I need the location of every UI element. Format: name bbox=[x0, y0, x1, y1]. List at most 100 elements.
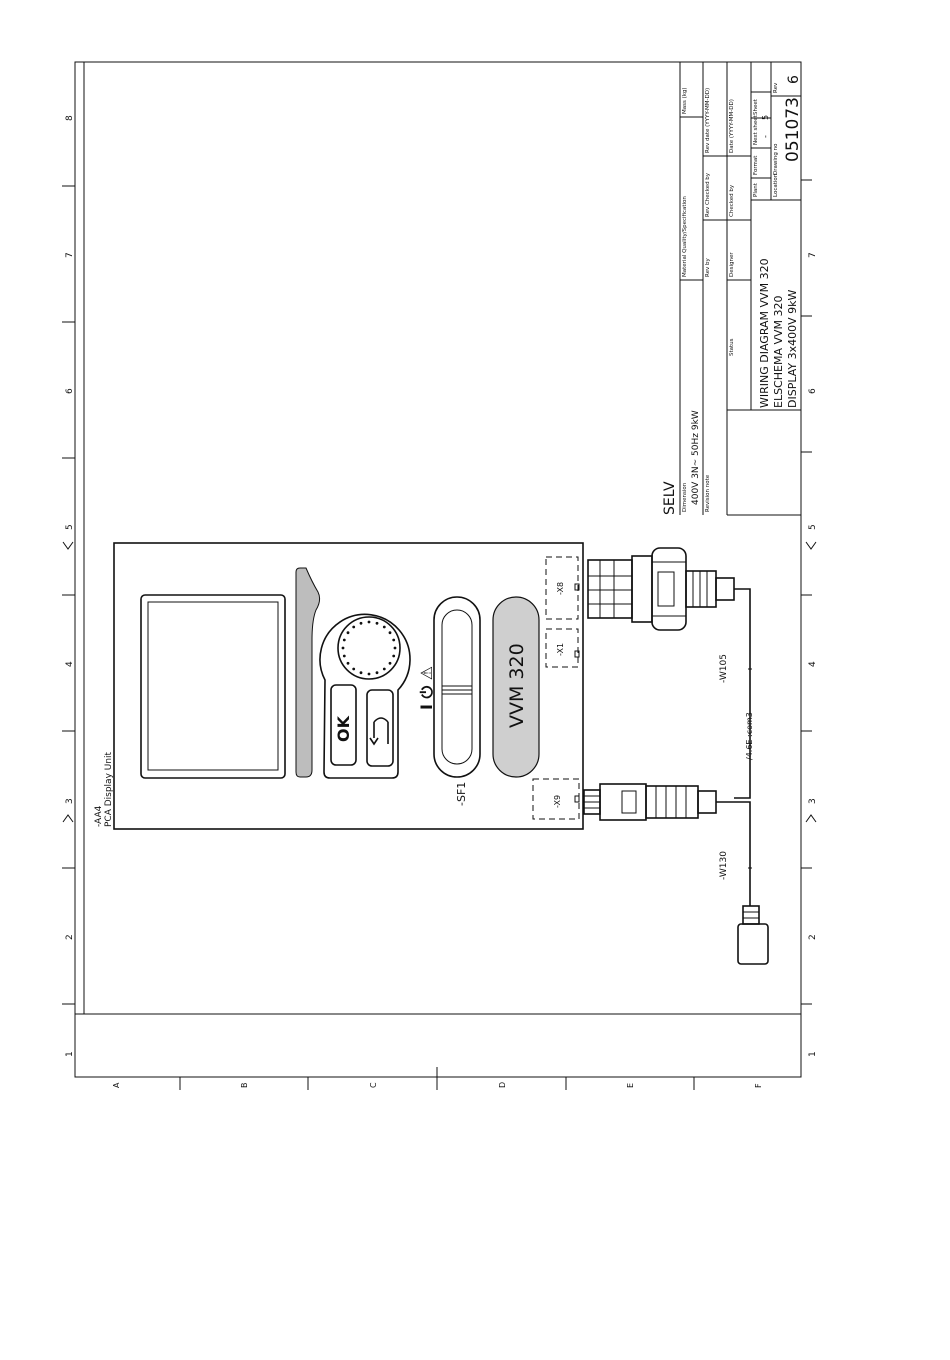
col-label-6-right: 6 bbox=[808, 388, 818, 394]
col-label-1-right: 1 bbox=[808, 1051, 818, 1057]
tb-rev-by-label: Rev by bbox=[705, 258, 711, 277]
switch-ref-label: -SF1 bbox=[455, 782, 468, 806]
knob-dot bbox=[392, 654, 396, 658]
col-label-3-right: 3 bbox=[808, 798, 818, 804]
plug-x9-strain-relief bbox=[645, 785, 699, 819]
row-label-a: A bbox=[112, 1082, 121, 1088]
knob-dot bbox=[367, 620, 371, 624]
row-label-e: E bbox=[626, 1083, 635, 1088]
lcd-screen bbox=[147, 601, 279, 771]
tb-sheet-value: 5 bbox=[761, 115, 770, 120]
col-label-7-left: 7 bbox=[65, 252, 75, 258]
ok-button[interactable] bbox=[330, 684, 357, 766]
tb-drawing-no-label: Drawing no bbox=[773, 143, 779, 175]
control-panel-outline bbox=[319, 613, 411, 779]
tb-sheet-label: Sheet bbox=[753, 98, 759, 115]
tb-drawing-no: 051073 bbox=[783, 97, 803, 162]
tb-rev-checked-label: Rev Checked by bbox=[705, 172, 711, 217]
cable-w105-label: -W105 bbox=[719, 654, 729, 683]
knob-dot bbox=[359, 671, 363, 675]
cable-w105 bbox=[734, 588, 751, 799]
plug-x9 bbox=[583, 783, 717, 821]
row-label-c: C bbox=[369, 1082, 378, 1088]
connector-x1-label: -X1 bbox=[556, 643, 565, 656]
col-label-4-left: 4 bbox=[65, 661, 75, 667]
inner-frame bbox=[83, 61, 802, 1015]
knob-dot bbox=[382, 667, 386, 671]
display-unit: -AA4 PCA Display Unit OK I ⏻ ⚠ -SF1 VVM … bbox=[94, 542, 584, 830]
cable-note: /4.6E :com3 bbox=[745, 712, 754, 760]
power-switch-outer bbox=[433, 596, 481, 778]
tb-date-label: Date (YYYY-MM-DD) bbox=[729, 99, 735, 153]
zone-ticks bbox=[62, 179, 817, 1090]
tb-dimension-value: 400V 3N~ 50Hz 9kW bbox=[691, 410, 701, 505]
tb-status-label: Status bbox=[729, 338, 735, 356]
plug-x8-body bbox=[587, 559, 633, 619]
terminal-w130 bbox=[737, 905, 769, 965]
tb-location-label: Location bbox=[773, 173, 779, 197]
col-label-7-right: 7 bbox=[808, 252, 818, 258]
knob-dot bbox=[375, 671, 379, 675]
lcd-screen-outer bbox=[140, 594, 286, 779]
row-label-d: D bbox=[498, 1082, 507, 1088]
col-label-1-left: 1 bbox=[65, 1051, 75, 1057]
knob-dot bbox=[341, 646, 345, 650]
switch-symbols: I ⏻ ⚠ bbox=[417, 666, 436, 710]
tb-material-label: Material Quality/Specification bbox=[682, 196, 688, 277]
col-label-3-left: 3 bbox=[65, 798, 75, 804]
tb-title-line3: DISPLAY 3x400V 9kW bbox=[786, 290, 799, 408]
col-label-8-left: 8 bbox=[65, 115, 75, 121]
tb-next-sheet-value: - bbox=[761, 135, 770, 138]
tb-rev-value: 6 bbox=[786, 75, 802, 84]
knob-dot bbox=[359, 621, 363, 625]
knob-dot bbox=[346, 631, 350, 635]
knob-dots bbox=[341, 620, 397, 676]
plug-x8-strain-relief bbox=[685, 570, 717, 608]
back-arrow-icon bbox=[369, 717, 389, 746]
col-label-2-left: 2 bbox=[65, 934, 75, 940]
light-bar bbox=[295, 567, 321, 778]
knob-dot bbox=[388, 631, 392, 635]
brand-badge bbox=[492, 596, 540, 778]
row-label-b: B bbox=[240, 1083, 249, 1089]
plug-x9-body bbox=[599, 783, 647, 821]
cable-w130-label: -W130 bbox=[719, 851, 729, 880]
tb-title-line2: ELSCHEMA VVM 320 bbox=[772, 295, 785, 408]
connector-x9-label: -X9 bbox=[553, 795, 562, 808]
tb-designer-label: Designer bbox=[729, 252, 735, 277]
back-button[interactable] bbox=[366, 689, 394, 767]
row-label-f: F bbox=[754, 1083, 763, 1088]
knob-dot bbox=[382, 625, 386, 629]
col-label-6-left: 6 bbox=[65, 388, 75, 394]
plug-x8-housing bbox=[651, 547, 687, 631]
knob-dot bbox=[388, 661, 392, 665]
plug-x8 bbox=[587, 547, 735, 631]
tb-mass-label: Mass (kg) bbox=[682, 87, 688, 114]
power-switch-inner[interactable] bbox=[441, 609, 473, 765]
tb-rev-date-label: Rev date (YYYY-MM-DD) bbox=[705, 88, 711, 153]
tb-checked-label: Checked by bbox=[729, 184, 735, 217]
connector-x8-box bbox=[545, 556, 579, 620]
title-block bbox=[679, 62, 801, 516]
knob-dot bbox=[392, 638, 396, 642]
tb-plant-label: Plant bbox=[753, 182, 759, 197]
col-label-2-right: 2 bbox=[808, 934, 818, 940]
knob-dot bbox=[352, 667, 356, 671]
ok-button-label: OK bbox=[334, 715, 353, 742]
brand-label: VVM 320 bbox=[506, 643, 528, 728]
control-knob[interactable] bbox=[337, 616, 401, 680]
knob-dot bbox=[342, 638, 346, 642]
unit-ref-label: -AA4 bbox=[94, 805, 104, 827]
tb-next-sheet-label: Next sheet bbox=[753, 114, 759, 145]
tb-title-line1: WIRING DIAGRAM VVM 320 bbox=[758, 258, 771, 408]
unit-name-label: PCA Display Unit bbox=[104, 751, 114, 827]
tb-revision-note-label: Revision note bbox=[705, 474, 711, 512]
tb-rev-label: Rev bbox=[773, 82, 779, 93]
tb-dimension-label: Dimension bbox=[682, 482, 688, 512]
knob-dot bbox=[375, 621, 379, 625]
cable-w130 bbox=[716, 801, 751, 906]
knob-dot bbox=[342, 654, 346, 658]
display-unit-body bbox=[113, 542, 584, 830]
col-label-5-right: 5 bbox=[808, 524, 818, 530]
